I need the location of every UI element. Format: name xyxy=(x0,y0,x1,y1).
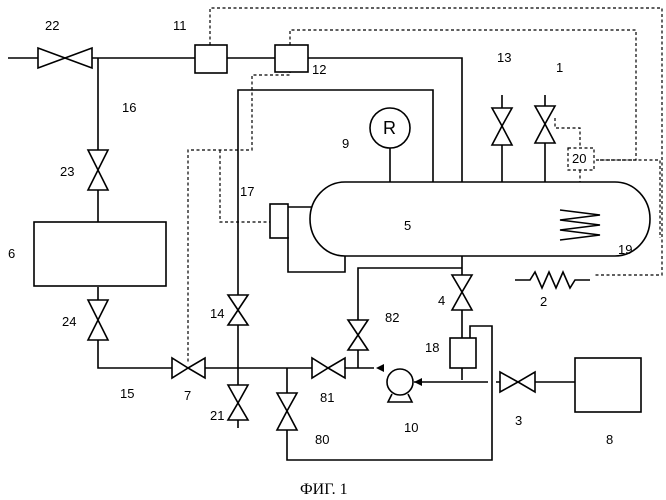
label-20: 20 xyxy=(572,151,586,166)
valve-82 xyxy=(348,320,368,350)
label-5: 5 xyxy=(404,218,411,233)
label-21: 21 xyxy=(210,408,224,423)
label-16: 16 xyxy=(122,100,136,115)
valve-14 xyxy=(228,295,248,325)
label-3: 3 xyxy=(515,413,522,428)
label-17: 17 xyxy=(240,184,254,199)
label-22: 22 xyxy=(45,18,59,33)
valve-4 xyxy=(452,275,472,310)
label-2: 2 xyxy=(540,294,547,309)
label-7: 7 xyxy=(184,388,191,403)
gauge-letter: R xyxy=(383,118,396,138)
label-1: 1 xyxy=(556,60,563,75)
label-12: 12 xyxy=(312,62,326,77)
label-4: 4 xyxy=(438,293,445,308)
valve-23 xyxy=(88,150,108,190)
label-9: 9 xyxy=(342,136,349,151)
label-18: 18 xyxy=(425,340,439,355)
label-80: 80 xyxy=(315,432,329,447)
reactor-vessel xyxy=(310,182,650,256)
label-23: 23 xyxy=(60,164,74,179)
pump xyxy=(387,369,413,395)
label-13: 13 xyxy=(497,50,511,65)
label-19: 19 xyxy=(618,242,632,257)
label-15: 15 xyxy=(120,386,134,401)
valve-13 xyxy=(492,108,512,145)
block-17 xyxy=(270,204,288,238)
heater-element xyxy=(515,272,590,288)
valve-81 xyxy=(312,358,345,378)
valve-21 xyxy=(228,385,248,420)
label-82: 82 xyxy=(385,310,399,325)
tank-6 xyxy=(34,222,166,286)
block-18 xyxy=(450,338,476,368)
label-24: 24 xyxy=(62,314,76,329)
label-14: 14 xyxy=(210,306,224,321)
valve-3 xyxy=(500,372,535,392)
valve-1 xyxy=(535,106,555,143)
label-8: 8 xyxy=(606,432,613,447)
tank-8 xyxy=(575,358,641,412)
label-11: 11 xyxy=(173,18,187,33)
block-12 xyxy=(275,45,308,72)
valve-22 xyxy=(38,48,92,68)
valve-24 xyxy=(88,300,108,340)
block-11 xyxy=(195,45,227,73)
label-10: 10 xyxy=(404,420,418,435)
figure-caption: ФИГ. 1 xyxy=(300,481,348,498)
label-6: 6 xyxy=(8,246,15,261)
label-81: 81 xyxy=(320,390,334,405)
valve-80 xyxy=(277,393,297,430)
